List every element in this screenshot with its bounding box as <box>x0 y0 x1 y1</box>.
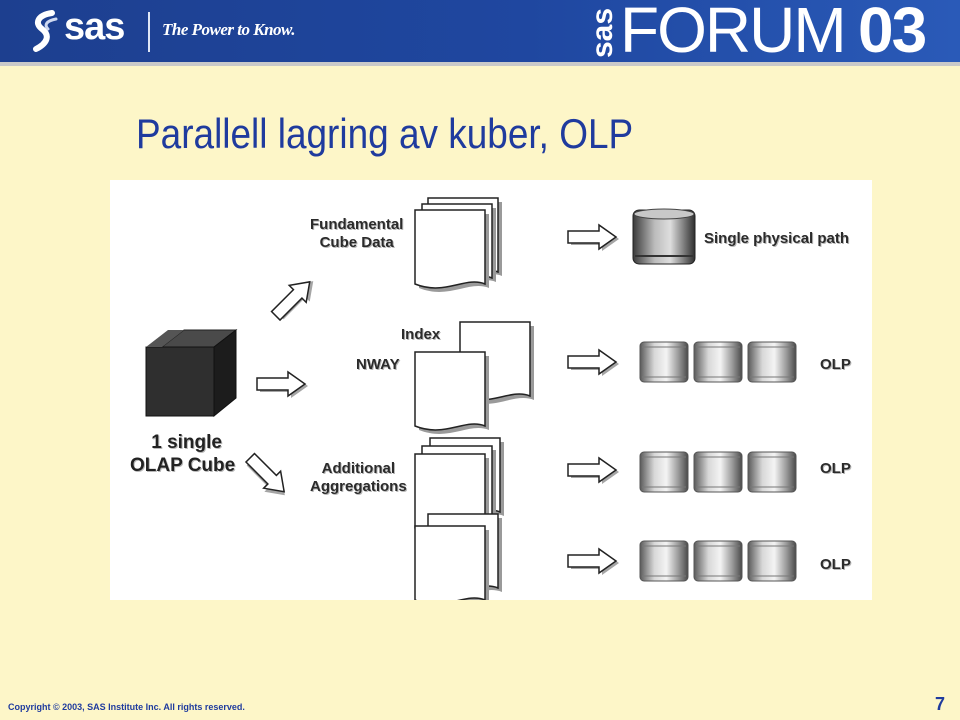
slide-title: Parallell lagring av kuber, OLP <box>136 110 633 158</box>
arrow-right-icon <box>568 458 619 484</box>
olp-disks-row-1-icon <box>640 342 796 382</box>
forum-number: 03 <box>858 0 925 62</box>
arrow-right-icon <box>568 350 619 376</box>
arrow-right-icon <box>568 225 619 251</box>
cube-label-line2: OLAP Cube <box>130 454 235 477</box>
tagline: The Power to Know. <box>162 20 295 40</box>
forum-word: FORUM <box>620 0 845 62</box>
olap-cube-icon <box>146 330 236 416</box>
fundamental-label: Fundamental Cube Data <box>310 216 403 252</box>
olp-label-2: OLP <box>820 460 851 478</box>
single-path-label: Single physical path <box>704 230 849 248</box>
nway-label: NWAY <box>356 356 400 374</box>
page-number: 7 <box>935 694 945 715</box>
header-bar: sas The Power to Know. sas FORUM 03 <box>0 0 960 62</box>
fundamental-line2: Cube Data <box>310 234 403 252</box>
nway-doc-icon <box>415 352 489 434</box>
cube-label: 1 single OLAP Cube <box>130 431 235 477</box>
arrow-up-right-icon <box>267 271 321 325</box>
additional-line1: Additional <box>310 460 407 478</box>
fundamental-line1: Fundamental <box>310 216 403 234</box>
index-label: Index <box>401 326 440 344</box>
aggregation-docs-lower-icon <box>415 514 502 600</box>
olp-disks-row-3-icon <box>640 541 796 581</box>
additional-line2: Aggregations <box>310 478 407 496</box>
forum-sas-vertical-text: sas <box>584 4 620 60</box>
header-stripe <box>0 62 960 66</box>
olp-label-3: OLP <box>820 556 851 574</box>
cube-label-line1: 1 single <box>130 431 235 454</box>
forum-prefix: sas <box>586 8 619 58</box>
arrow-right-icon <box>568 549 619 575</box>
fundamental-docs-icon <box>415 198 502 292</box>
olp-label-1: OLP <box>820 356 851 374</box>
single-disk-icon <box>633 209 695 264</box>
olp-disks-row-2-icon <box>640 452 796 492</box>
sas-logo-text: sas <box>64 6 124 49</box>
logo-divider <box>148 12 150 52</box>
arrow-down-right-icon <box>240 449 294 503</box>
sas-logo-icon <box>30 9 62 53</box>
copyright-text: Copyright © 2003, SAS Institute Inc. All… <box>8 702 245 712</box>
diagram-panel: 1 single OLAP Cube Fundamental Cube Data… <box>110 180 872 600</box>
arrow-right-icon <box>257 372 308 398</box>
additional-label: Additional Aggregations <box>310 460 407 496</box>
